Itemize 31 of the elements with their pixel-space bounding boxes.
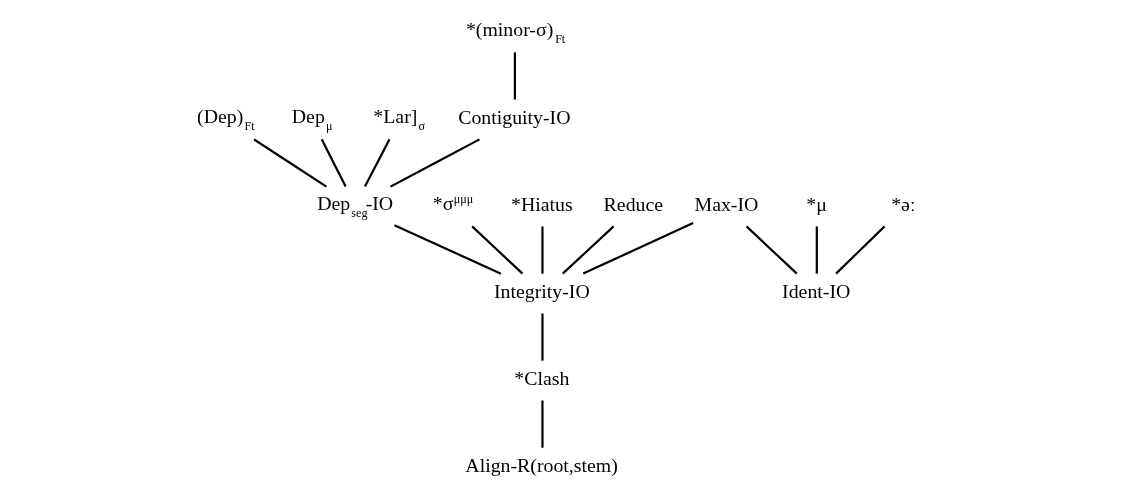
connector bbox=[834, 225, 885, 275]
connector bbox=[745, 225, 798, 275]
connector bbox=[470, 225, 523, 275]
connector bbox=[540, 313, 544, 361]
node-text: Max-IO bbox=[694, 193, 758, 216]
node-text: Align-R(root,stem) bbox=[464, 454, 618, 477]
connector bbox=[389, 138, 480, 188]
node-text: Reduce bbox=[603, 193, 663, 216]
node-text: *əː bbox=[890, 193, 915, 216]
connector bbox=[815, 226, 818, 274]
connector bbox=[561, 225, 614, 275]
node-text: (Dep)$_{Ft}$ bbox=[196, 105, 255, 134]
connector bbox=[393, 224, 501, 275]
node-text: *Lar]$_{σ}$ bbox=[372, 105, 425, 134]
node-text: Dep$_{seg}$-IO bbox=[316, 192, 393, 221]
node-text: *Hiatus bbox=[510, 193, 573, 216]
node-text: *(minor-σ)$_{Ft}$ bbox=[465, 18, 565, 47]
node-text: *μ bbox=[805, 193, 827, 216]
connector bbox=[540, 226, 544, 274]
node-text: Integrity-IO bbox=[493, 280, 590, 303]
node-text: Ident-IO bbox=[781, 280, 850, 303]
connector bbox=[582, 221, 694, 275]
connector bbox=[252, 138, 327, 188]
connector bbox=[513, 52, 516, 100]
connector bbox=[540, 400, 544, 448]
node-text: Dep$_{μ}$ bbox=[291, 105, 332, 134]
connector bbox=[320, 138, 347, 188]
node-text: *Clash bbox=[513, 367, 569, 390]
connector bbox=[363, 138, 390, 188]
node-text: *σ$^{μμμ}$ bbox=[432, 192, 473, 215]
node-text: Contiguity-IO bbox=[457, 106, 571, 129]
